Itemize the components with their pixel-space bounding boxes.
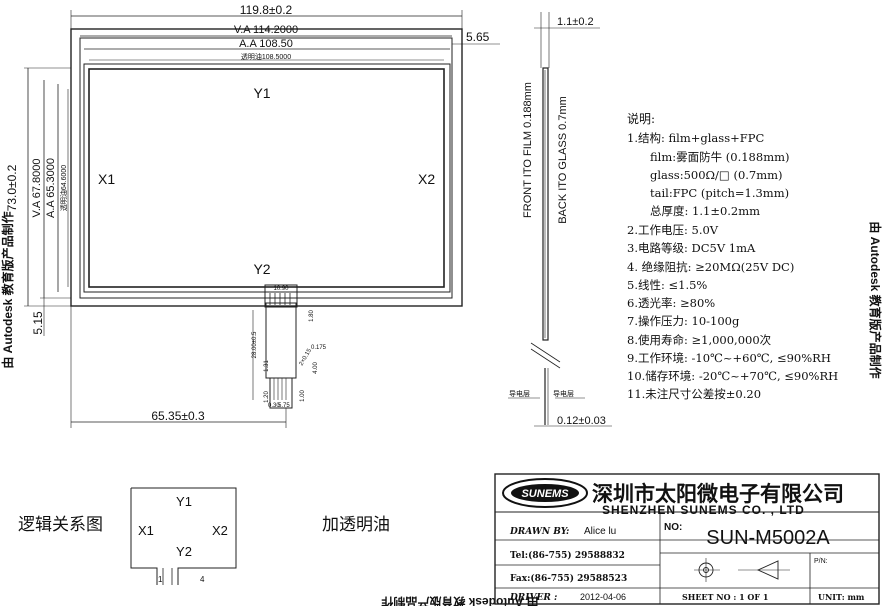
logic-pin-1: 1 (158, 575, 163, 584)
fpc-dim-9: 5.75 (278, 403, 290, 409)
electrode-y2: Y2 (253, 261, 270, 277)
logic-diagram-label: 逻辑关系图 (18, 515, 103, 534)
logic-y1: Y1 (176, 494, 192, 509)
va-height-label: V.A 67.8000 (31, 159, 43, 218)
logo-text: SUNEMS (521, 488, 569, 500)
conductive-layer-left: 导电层 (509, 389, 530, 398)
note-item: 2.工作电压: 5.0V (627, 223, 719, 237)
fpc-dim-1: 1.80 (309, 310, 315, 322)
tail-position-dimension: 65.35±0.3 (70, 306, 287, 428)
note-item: 8.使用寿命: ≥1,000,000次 (627, 333, 772, 347)
aa-height-label: A.A 65.3000 (45, 158, 57, 218)
watermark-bottom: 由 Autodesk 教育版产品制作 (381, 595, 538, 606)
fpc-dim-8: 0.30 (268, 403, 280, 409)
note-item: film:雾面防牛 (0.188mm) (650, 150, 790, 164)
fpc-tail: 10.90 28.00±0.5 1.80 0.175 2×0.15 4.00 1… (252, 284, 327, 409)
logic-diagram: 逻辑关系图 Y1 Y2 X1 X2 1 4 加透明油 (18, 487, 390, 585)
overall-height-label: 73.0±0.2 (5, 164, 19, 211)
watermark-right: 由 Autodesk 教育版产品制作 (868, 221, 883, 378)
fpc-dim-5: 1.31 (264, 360, 270, 372)
overall-width-label: 119.8±0.2 (240, 3, 293, 17)
electrode-x1: X1 (98, 171, 115, 187)
note-item: 总厚度: 1.1±0.2mm (650, 204, 760, 218)
note-item: 7.操作压力: 10-100g (627, 314, 740, 328)
va-outline (79, 37, 453, 299)
company-name-en: SHENZHEN SUNEMS CO. , LTD (602, 503, 805, 517)
fpc-pad-area (264, 284, 298, 308)
fpc-dim-2: 0.175 (311, 345, 327, 351)
watermark-left: 由 Autodesk 教育版产品制作 (0, 211, 15, 368)
note-item: 9.工作环境: -10℃~+60℃, ≤90%RH (627, 351, 831, 365)
electrode-y1: Y1 (253, 85, 270, 101)
sheet-number: SHEET NO : 1 OF 1 (682, 592, 768, 602)
logic-x1: X1 (138, 523, 154, 538)
fpc-end (269, 377, 293, 409)
fpc-thickness-label: 0.12±0.03 (557, 415, 606, 427)
note-item: 10.储存环境: -20℃~+70℃, ≤90%RH (627, 369, 838, 383)
notes-title: 说明: (627, 111, 655, 126)
company-logo: SUNEMS (502, 478, 588, 508)
note-item: 1.结构: film+glass+FPC (627, 131, 764, 145)
driver-label: DRIVER : (509, 593, 557, 603)
fpc-dim-7: 1.20 (264, 391, 270, 403)
fpc-dim-4: 4.00 (313, 362, 319, 374)
back-ito-glass-label: BACK ITO GLASS 0.7mm (557, 96, 569, 224)
left-dimensions: 73.0±0.2 V.A 67.8000 A.A 65.3000 透明油64.6… (5, 67, 71, 336)
pn-label: P/N: (814, 558, 828, 565)
part-no-label: NO: (664, 522, 682, 533)
side-view: 1.1±0.2 FRONT ITO FILM 0.188mm BACK ITO … (508, 12, 612, 427)
conductive-layer-right: 导电层 (553, 389, 574, 398)
notes: 说明: 1.结构: film+glass+FPC film:雾面防牛 (0.18… (627, 111, 838, 401)
side-thickness-label: 1.1±0.2 (557, 16, 594, 28)
fpc-body (265, 302, 297, 379)
fax: Fax:(86-755) 29588523 (510, 573, 627, 584)
panel-cross-section (542, 67, 549, 341)
transparent-height-label: 透明油64.6000 (59, 165, 68, 211)
fpc-tail-length: 28.00±0.5 (252, 331, 258, 358)
fpc-pin-span: 10.90 (273, 286, 289, 292)
electrode-x2: X2 (418, 171, 435, 187)
top-dimensions: 119.8±0.2 V.A 114.2000 A.A 108.50 透明油108… (70, 3, 500, 61)
note-item: tail:FPC (pitch=1.3mm) (650, 186, 789, 200)
tail-position-label: 65.35±0.3 (151, 409, 205, 423)
note-item: glass:500Ω/□ (0.7mm) (650, 168, 783, 182)
electrode-labels: Y1 Y2 X1 X2 (98, 85, 435, 277)
note-item: 3.电路等级: DC5V 1mA (627, 241, 756, 255)
logic-pin-4: 4 (200, 575, 205, 584)
transparent-oil-outline (88, 68, 445, 288)
note-item: 11.未注尺寸公差按±0.20 (627, 387, 761, 401)
note-item: 4. 绝缘阻抗: ≥20MΩ(25V DC) (627, 260, 794, 274)
transparent-oil-label: 加透明油 (322, 515, 390, 534)
bottom-offset-label: 5.15 (31, 311, 45, 335)
drawn-by-label: DRAWN BY: (509, 527, 569, 537)
company-name-cn: 深圳市太阳微电子有限公司 (592, 482, 844, 506)
right-offset-label: 5.65 (466, 30, 490, 44)
drawing-date: 2012-04-06 (580, 592, 626, 602)
unit-label: UNIT: mm (818, 592, 865, 602)
part-number: SUN-M5002A (706, 527, 830, 549)
aa-outline (83, 63, 451, 293)
fpc-dim-3: 2×0.15 (299, 347, 314, 367)
note-item: 6.透光率: ≥80% (627, 296, 715, 310)
logic-y2: Y2 (176, 544, 192, 559)
front-ito-film-label: FRONT ITO FILM 0.188mm (522, 82, 534, 218)
note-item: 5.线性: ≤1.5% (627, 278, 707, 292)
drawn-by-value: Alice lu (584, 526, 616, 537)
va-width-label: V.A 114.2000 (234, 24, 298, 36)
title-block: SUNEMS 深圳市太阳微电子有限公司 SHENZHEN SUNEMS CO. … (494, 473, 880, 605)
projection-symbol-icon (694, 558, 790, 582)
logic-x2: X2 (212, 523, 228, 538)
transparent-width-label: 透明油108.5000 (241, 52, 291, 61)
fpc-dim-6: 1.00 (300, 390, 306, 402)
aa-width-label: A.A 108.50 (239, 38, 293, 50)
telephone: Tel:(86-755) 29588832 (510, 550, 625, 561)
